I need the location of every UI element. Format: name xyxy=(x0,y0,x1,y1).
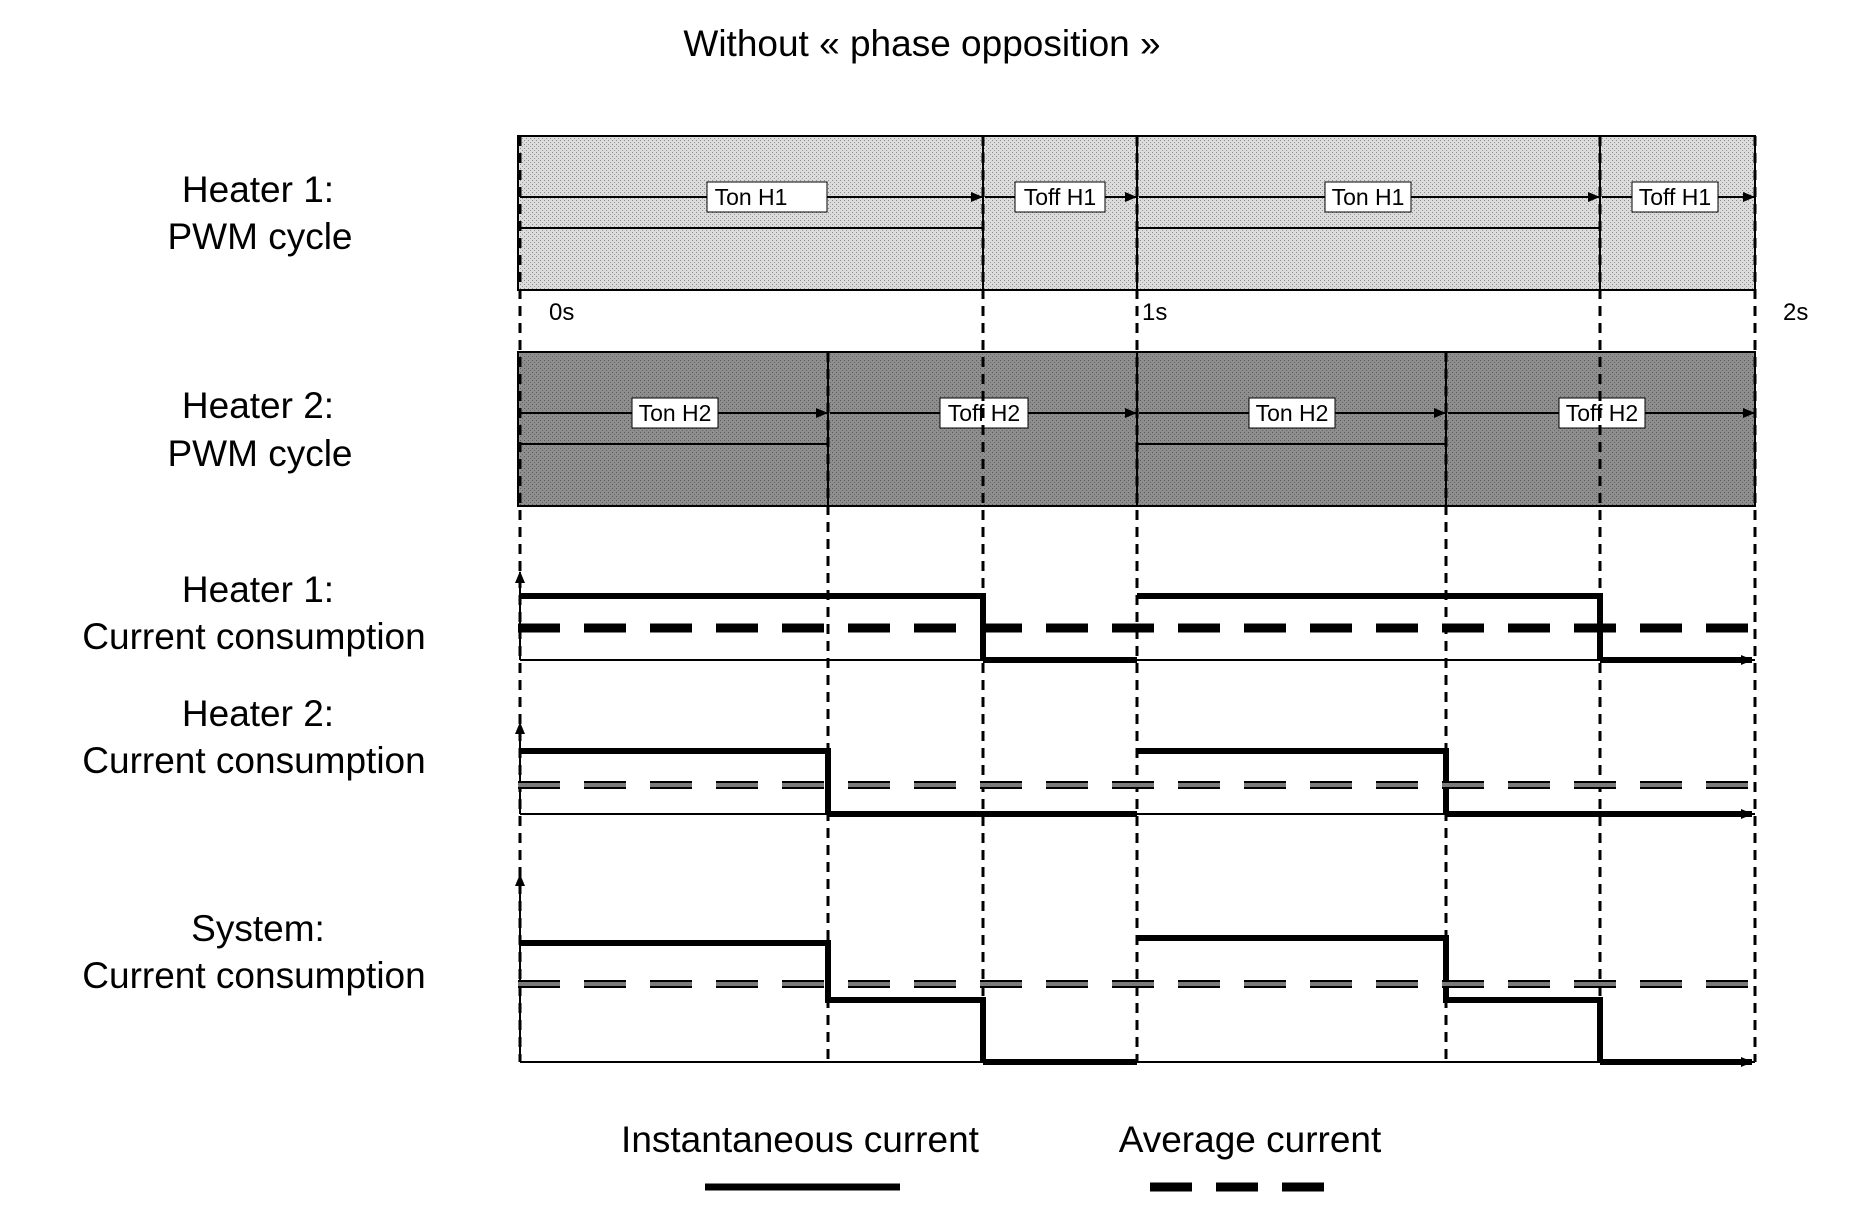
heater1-toff-label-1: Toff H1 xyxy=(1024,184,1096,210)
heater1-current-label-line1: Heater 1: xyxy=(182,569,334,610)
system-instantaneous-current xyxy=(520,938,1600,1062)
heater2-pwm-label-line1: Heater 2: xyxy=(182,385,334,426)
time-label-1s: 1s xyxy=(1142,299,1167,326)
heater1-toff-label-2: Toff H1 xyxy=(1639,184,1711,210)
diagram-title: Without « phase opposition » xyxy=(683,23,1160,64)
system-current-label-line1: System: xyxy=(191,908,325,949)
legend-instantaneous-label: Instantaneous current xyxy=(621,1119,980,1160)
time-axis-labels: 0s 1s 2s xyxy=(549,299,1808,326)
time-label-0s: 0s xyxy=(549,299,574,326)
heater1-current-label-line2: Current consumption xyxy=(82,616,425,657)
heater1-ton-label-2: Ton H1 xyxy=(1332,184,1405,210)
legend-average-label: Average current xyxy=(1119,1119,1382,1160)
legend: Instantaneous current Average current xyxy=(621,1119,1382,1187)
heater2-toff-label-2: Toff H2 xyxy=(1566,400,1638,426)
system-current-label-line2: Current consumption xyxy=(82,955,425,996)
heater1-ton-label-1: Ton H1 xyxy=(715,184,788,210)
heater2-current-label-line2: Current consumption xyxy=(82,740,425,781)
heater2-pwm-label-line2: PWM cycle xyxy=(168,433,353,474)
heater2-ton-label-2: Ton H2 xyxy=(1256,400,1329,426)
heater2-current-label-line1: Heater 2: xyxy=(182,693,334,734)
heater1-pwm-label-line1: Heater 1: xyxy=(182,169,334,210)
heater1-pwm-label-line2: PWM cycle xyxy=(168,216,353,257)
heater2-ton-label-1: Ton H2 xyxy=(639,400,712,426)
row-labels: Heater 1: PWM cycle Heater 2: PWM cycle … xyxy=(82,169,425,996)
time-label-2s: 2s xyxy=(1783,299,1808,326)
